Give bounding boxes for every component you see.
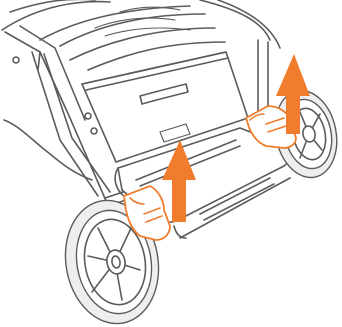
diagram-canvas bbox=[0, 0, 342, 327]
stroller-basket-diagram bbox=[0, 0, 342, 327]
